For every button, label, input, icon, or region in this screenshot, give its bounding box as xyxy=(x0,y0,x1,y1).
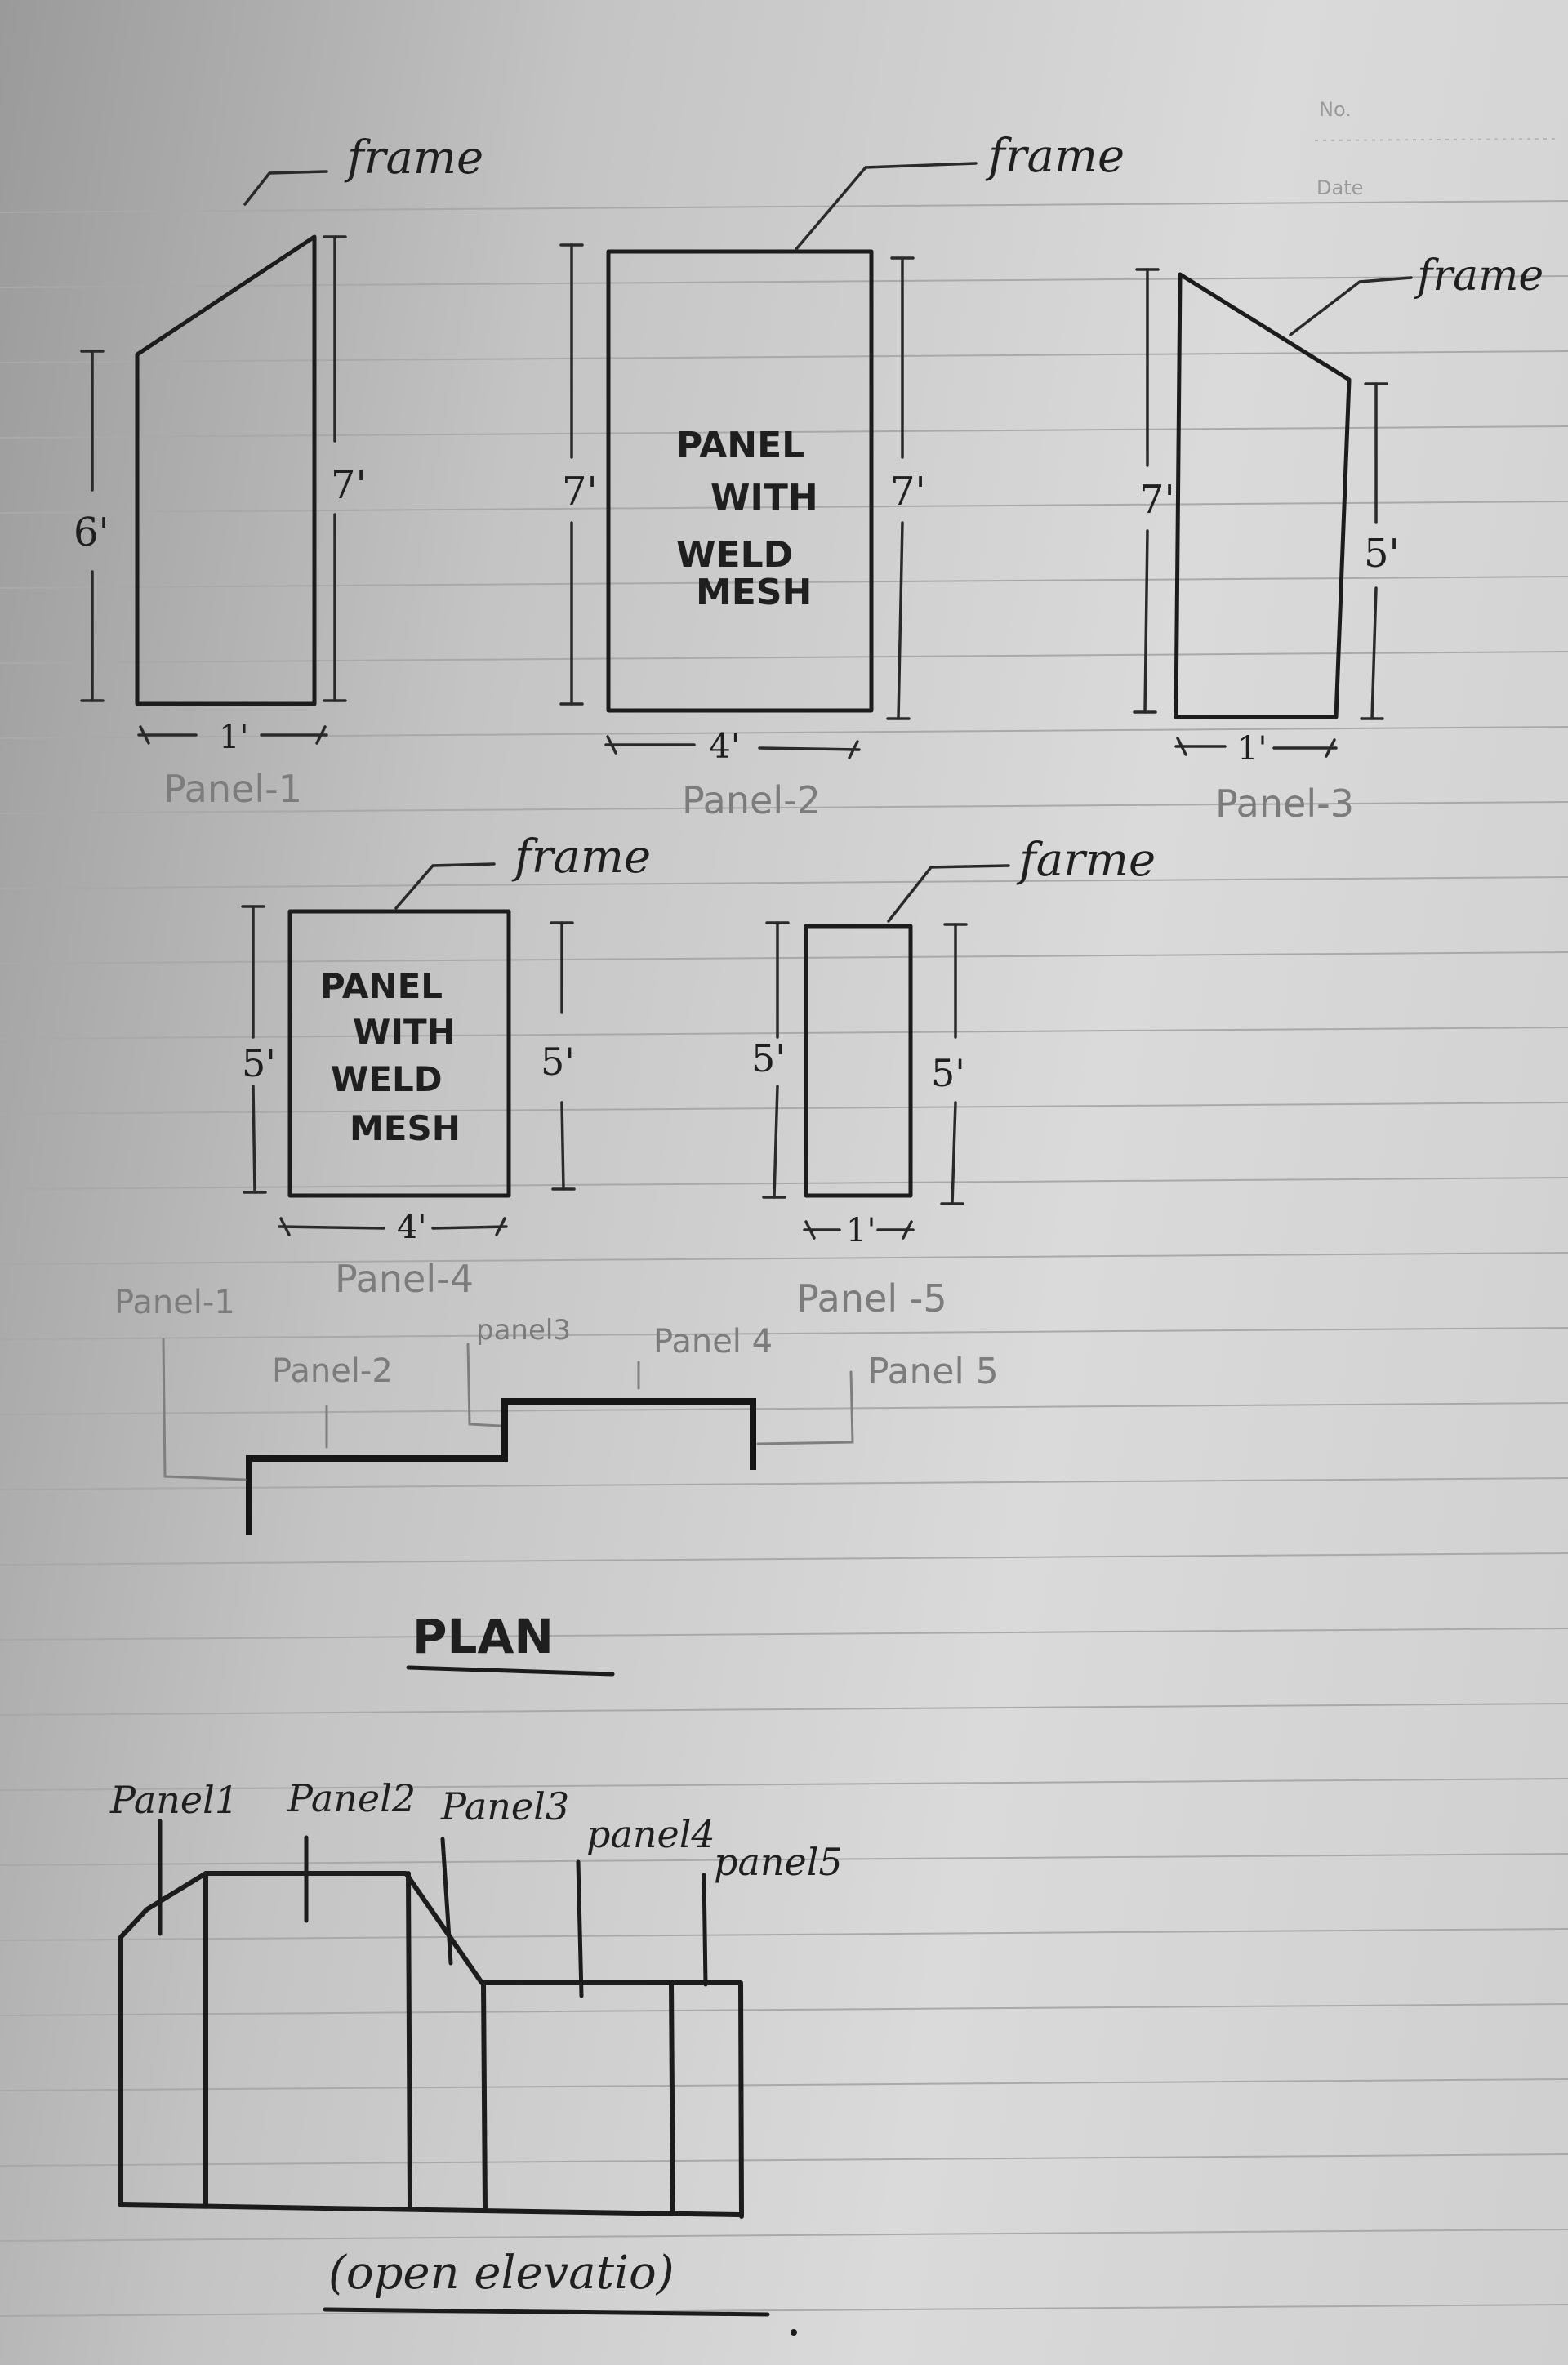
elevation-label-panel-1: Panel1 xyxy=(109,1778,238,1822)
plan-label-panel-3: panel3 xyxy=(476,1314,571,1347)
panel-4-frame-label: frame xyxy=(511,831,651,884)
plan-label-panel-1: Panel-1 xyxy=(114,1284,235,1321)
panel-2-drawing: frame PANEL WITH WELD MESH 7' 7' 4' Pane… xyxy=(559,130,1125,822)
panel-4-text-3: WELD xyxy=(331,1059,443,1099)
panel-2-right-height: 7' xyxy=(890,469,926,514)
panel-4-drawing: frame PANEL WITH WELD MESH 5' 5' 4' Pane… xyxy=(241,831,651,1301)
panel-3-outline xyxy=(1174,272,1352,719)
elevation-label-panel-3: Panel3 xyxy=(440,1784,569,1828)
elevation-drawing: Panel1 Panel2 Panel3 panel4 panel5 (open… xyxy=(109,1776,843,2336)
panel-5-frame-leader xyxy=(887,864,1010,923)
panel-2-text-4: MESH xyxy=(696,572,812,613)
panel-3-frame-leader xyxy=(1289,276,1413,336)
elevation-leader-4 xyxy=(576,1859,584,1998)
panel-4-width: 4' xyxy=(397,1209,426,1246)
panel-2-frame-label: frame xyxy=(985,130,1125,183)
panel-1-right-height: 7' xyxy=(331,462,367,508)
panel-5-drawing: farme 5' 5' 1' Panel -5 xyxy=(751,834,1156,1321)
elevation-caption-underline xyxy=(323,2307,770,2317)
plan-title-underline xyxy=(406,1665,615,1677)
plan-title: PLAN xyxy=(412,1609,554,1664)
panel-5-frame-label: farme xyxy=(1016,834,1156,887)
elevation-caption: (open elevatio) xyxy=(328,2247,675,2300)
panel-1-drawing: frame 6' 7' 1' Panel-1 xyxy=(74,131,483,811)
panel-4-text-2: WITH xyxy=(353,1012,456,1052)
panel-1-frame-label: frame xyxy=(344,131,483,185)
plan-outline xyxy=(246,1398,756,1535)
panel-5-outline xyxy=(804,924,913,1198)
panel-3-frame-label: frame xyxy=(1414,252,1544,301)
panel-5-right-height: 5' xyxy=(931,1051,965,1095)
no-label: No. xyxy=(1319,98,1352,121)
plan-label-panel-2: Panel-2 xyxy=(272,1352,393,1390)
panel-4-left-height: 5' xyxy=(242,1041,276,1085)
panel-2-frame-leader xyxy=(795,162,978,251)
panel-4-text-1: PANEL xyxy=(320,966,443,1006)
panel-4-caption: Panel-4 xyxy=(335,1257,474,1301)
panel-3-right-height: 5' xyxy=(1364,531,1400,577)
panel-1-width: 1' xyxy=(219,719,248,756)
date-label: Date xyxy=(1316,176,1363,199)
panel-5-width: 1' xyxy=(846,1212,875,1249)
panel-2-text-2: WITH xyxy=(710,477,818,519)
panel-1-frame-leader xyxy=(243,170,328,206)
plan-label-panel-4: Panel 4 xyxy=(653,1323,773,1361)
panel-2-text-3: WELD xyxy=(676,534,793,576)
plan-leader-3 xyxy=(466,1343,501,1427)
plan-leader-5 xyxy=(756,1370,854,1445)
page-header: No. Date xyxy=(1314,98,1557,199)
panel-4-outline xyxy=(287,909,511,1198)
panel-5-caption: Panel -5 xyxy=(796,1276,947,1321)
panel-2-text-1: PANEL xyxy=(676,425,804,466)
panel-4-frame-leader xyxy=(394,862,496,910)
elevation-label-panel-5: panel5 xyxy=(714,1840,843,1884)
panel-4-right-height: 5' xyxy=(541,1040,575,1084)
panel-2-left-height: 7' xyxy=(562,469,598,514)
plan-drawing: Panel-1 Panel-2 panel3 Panel 4 Panel 5 P… xyxy=(114,1284,999,1677)
panel-2-width: 4' xyxy=(709,726,740,766)
elevation-label-panel-2: Panel2 xyxy=(287,1776,416,1820)
panel-1-caption: Panel-1 xyxy=(163,767,302,811)
elevation-leader-3 xyxy=(440,1837,453,1966)
panel-1-left-height: 6' xyxy=(74,510,109,555)
ink-dot xyxy=(791,2329,797,2336)
panel-1-outline xyxy=(135,234,317,706)
panel-5-left-height: 5' xyxy=(751,1036,786,1080)
panel-3-caption: Panel-3 xyxy=(1215,782,1354,826)
panel-2-outline xyxy=(606,249,874,713)
panel-4-text-4: MESH xyxy=(350,1108,461,1148)
elevation-leader-5 xyxy=(702,1873,708,1987)
elevation-label-panel-4: panel4 xyxy=(586,1812,715,1856)
panel-3-left-height: 7' xyxy=(1139,477,1175,523)
plan-leader-1 xyxy=(162,1338,247,1481)
panel-3-width: 1' xyxy=(1237,730,1267,768)
plan-label-panel-5: Panel 5 xyxy=(867,1351,999,1392)
ruled-lines xyxy=(0,200,1568,2317)
panel-3-drawing: frame 7' 5' 1' Panel-3 xyxy=(1133,252,1544,826)
panel-2-caption: Panel-2 xyxy=(682,778,821,822)
